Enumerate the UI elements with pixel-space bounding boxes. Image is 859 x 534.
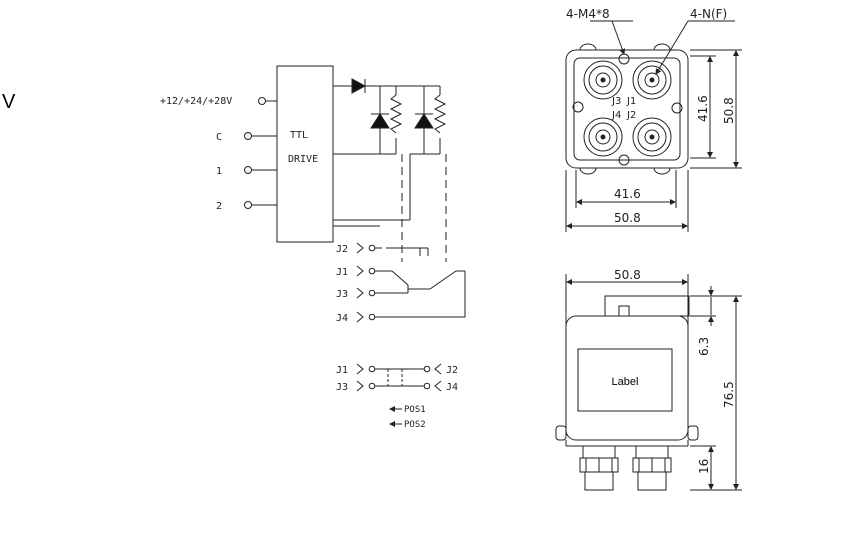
top-port-j3-label: J3	[611, 96, 621, 107]
connector-j4	[583, 117, 623, 157]
screw-hole-4	[618, 154, 630, 166]
port-j4-label: J4	[336, 313, 348, 324]
flyback-diode-1	[370, 113, 390, 129]
label-text: Label	[612, 376, 639, 388]
screw-hole-2	[572, 101, 584, 113]
flyback-diode-2	[414, 113, 434, 129]
supply-diode	[351, 78, 367, 94]
legend-j1-label: J1	[336, 365, 348, 376]
terminal-c	[244, 132, 252, 140]
coil-2	[433, 94, 447, 134]
side-view-body	[565, 315, 689, 441]
dim-total-height: 76.5	[722, 381, 736, 408]
side-connector-right	[632, 445, 672, 491]
connector-j1	[632, 60, 672, 100]
port-j2-label: J2	[336, 244, 348, 255]
legend-pos1-label: POS1	[404, 405, 426, 415]
coil-1	[389, 94, 403, 134]
top-port-j4-label: J4	[611, 110, 621, 121]
position-legend	[356, 363, 442, 427]
power-input-label: +12/+24/+28V	[160, 96, 232, 107]
legend-pos2-label: POS2	[404, 420, 426, 430]
top-view	[565, 20, 742, 232]
side-connector-left	[579, 445, 619, 491]
drive-label-line1: TTL	[290, 130, 308, 141]
dim-outer-height: 50.8	[722, 97, 736, 124]
input-1-label: 1	[216, 166, 222, 177]
dim-outer-width: 50.8	[614, 211, 641, 225]
top-port-j1-label: J1	[626, 96, 636, 107]
legend-j3-label: J3	[336, 382, 348, 393]
port-j3-label: J3	[336, 289, 348, 300]
terminal-1	[244, 166, 252, 174]
dim-side-width: 50.8	[614, 268, 641, 282]
dim-top-block: 6.3	[697, 337, 711, 356]
connector-j2	[632, 117, 672, 157]
dim-connector-height: 16	[697, 459, 711, 474]
screw-spec-label: 4-M4*8	[566, 7, 610, 21]
side-view	[555, 274, 742, 491]
terminal-2	[244, 201, 252, 209]
screw-hole-1	[618, 53, 630, 65]
dim-inner-height: 41.6	[696, 95, 710, 122]
top-port-j2-label: J2	[626, 110, 636, 121]
connector-j3	[583, 60, 623, 100]
legend-j4-label: J4	[446, 382, 458, 393]
connector-spec-label: 4-N(F)	[690, 7, 727, 21]
input-c-label: C	[216, 132, 222, 143]
dim-inner-width: 41.6	[614, 187, 641, 201]
stray-letter: V	[2, 91, 16, 113]
port-j1-label: J1	[336, 267, 348, 278]
legend-j2-label: J2	[446, 365, 458, 376]
input-2-label: 2	[216, 201, 222, 212]
terminal-block	[604, 295, 690, 317]
top-view-body	[565, 49, 689, 169]
drive-label-line2: DRIVE	[288, 154, 318, 165]
screw-hole-3	[671, 102, 683, 114]
label-area	[577, 348, 673, 412]
schematic	[244, 65, 466, 323]
terminal-power	[258, 97, 266, 105]
